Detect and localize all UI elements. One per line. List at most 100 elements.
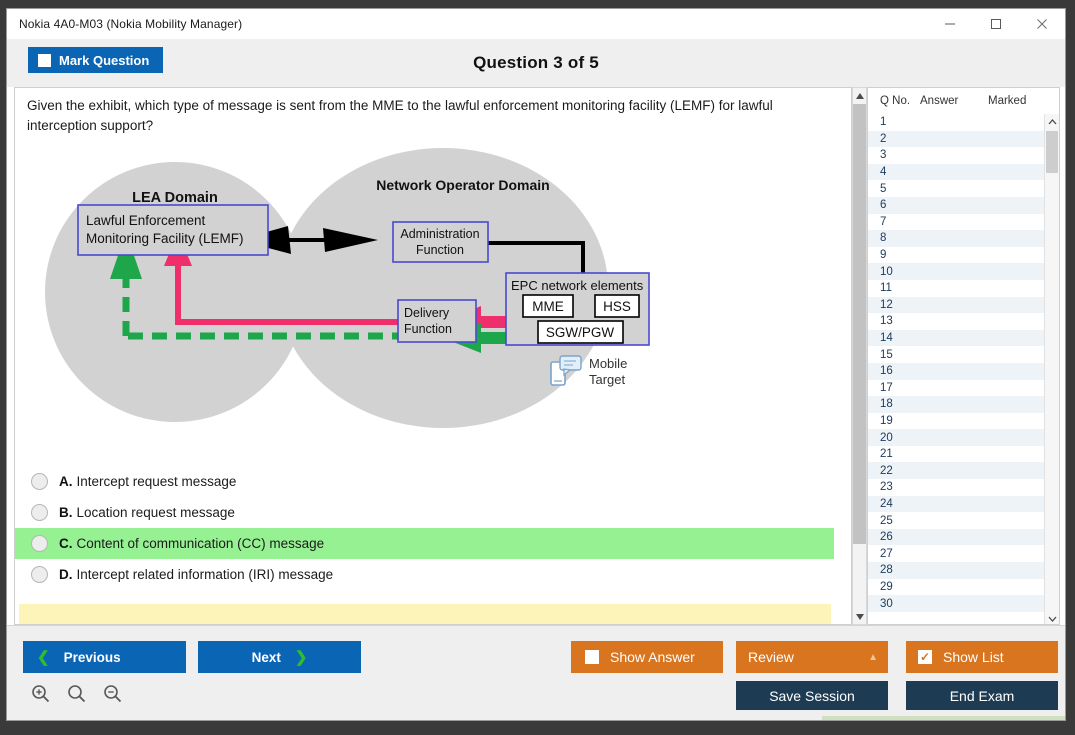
network-operator-domain-label: Network Operator Domain [376,177,549,193]
show-answer-button[interactable]: Show Answer [571,641,723,673]
footer-bar: ❮ Previous Next ❯ Show Answer Review ▲ ✓… [7,625,1065,720]
question-list-row[interactable]: 15 [868,346,1046,363]
question-list-row[interactable]: 27 [868,545,1046,562]
epc-box-label: EPC network elements [511,278,644,293]
network-operator-domain-circle [278,148,608,428]
zoom-in-icon[interactable] [27,680,53,706]
review-label: Review [748,649,794,665]
next-button[interactable]: Next ❯ [198,641,361,673]
page-title: Question 3 of 5 [473,53,599,72]
question-list-row[interactable]: 23 [868,479,1046,496]
question-list-row-number: 22 [880,464,893,477]
question-list-row[interactable]: 28 [868,562,1046,579]
question-list-row[interactable]: 19 [868,413,1046,430]
radio-option-b[interactable] [31,504,48,521]
delivery-function-label-line1: Delivery [404,306,450,320]
scrollbar-thumb[interactable] [853,104,866,544]
delivery-function-label-line2: Function [404,322,452,336]
question-list-row[interactable]: 17 [868,380,1046,397]
show-answer-label: Show Answer [610,649,695,665]
question-pane-scrollbar[interactable] [852,87,867,625]
question-list-row[interactable]: 30 [868,595,1046,612]
save-session-button[interactable]: Save Session [736,681,888,710]
scroll-down-icon[interactable] [853,609,866,624]
radio-option-a[interactable] [31,473,48,490]
footer-tint-strip [822,716,1065,720]
mark-question-button[interactable]: Mark Question [28,47,164,73]
question-list-row-number: 16 [880,365,893,378]
question-list-scrollbar[interactable] [1044,114,1059,624]
question-list-row[interactable]: 10 [868,263,1046,280]
question-list-row[interactable]: 26 [868,528,1046,546]
question-list-row-number: 18 [880,398,893,411]
minimize-icon[interactable] [927,9,973,39]
question-list-row[interactable]: 9 [868,247,1046,264]
mark-question-checkbox[interactable] [38,53,51,67]
question-list-row[interactable]: 16 [868,362,1046,380]
question-list-row[interactable]: 2 [868,130,1046,148]
lemf-label-line1: Lawful Enforcement [86,213,206,228]
column-header-answer: Answer [920,95,959,107]
answer-text-c: Content of communication (CC) message [76,536,325,551]
review-dropdown[interactable]: Review ▲ [736,641,888,673]
explanation-band [19,604,831,624]
question-list-row[interactable]: 1 [868,114,1046,131]
question-list-row-number: 27 [880,547,893,560]
show-list-checkbox[interactable]: ✓ [918,650,932,664]
delivery-function-box [397,299,477,343]
admin-arrowhead [323,228,378,252]
radio-option-c[interactable] [31,535,48,552]
check-icon: ✓ [919,650,931,664]
zoom-out-icon[interactable] [99,680,125,706]
list-scroll-up-icon[interactable] [1045,114,1059,129]
end-exam-button[interactable]: End Exam [906,681,1058,710]
question-list-row[interactable]: 11 [868,280,1046,297]
show-list-button[interactable]: ✓ Show List [906,641,1058,673]
question-list-row[interactable]: 14 [868,329,1046,347]
show-list-label: Show List [943,649,1004,665]
close-icon[interactable] [1019,9,1065,39]
question-list-row[interactable]: 8 [868,230,1046,247]
question-list-row[interactable]: 5 [868,180,1046,197]
epc-node-mme-box [522,294,574,318]
administration-function-label-line1: Administration [400,227,479,241]
radio-option-d[interactable] [31,566,48,583]
question-pane: Given the exhibit, which type of message… [14,87,852,625]
question-list-row[interactable]: 24 [868,495,1046,513]
question-list-row[interactable]: 22 [868,462,1046,480]
question-list-row-number: 20 [880,431,893,444]
header-bar: Question 3 of 5 Mark Question [7,39,1065,87]
answer-option-b[interactable]: B. Location request message [15,497,834,528]
maximize-icon[interactable] [973,9,1019,39]
previous-button-label: Previous [63,649,121,665]
question-list-row[interactable]: 4 [868,163,1046,181]
zoom-reset-icon[interactable] [63,680,89,706]
previous-button[interactable]: ❮ Previous [23,641,186,673]
question-list-row[interactable]: 25 [868,512,1046,529]
question-list-row[interactable]: 18 [868,396,1046,413]
question-list-row[interactable]: 13 [868,313,1046,330]
answer-option-a[interactable]: A. Intercept request message [15,466,834,497]
mobile-target-label-line2: Target [589,372,626,387]
chevron-right-icon: ❯ [294,648,308,666]
list-scroll-down-icon[interactable] [1045,611,1059,624]
question-list-row[interactable]: 12 [868,296,1046,314]
scroll-up-icon[interactable] [853,88,866,103]
answer-option-c[interactable]: C. Content of communication (CC) message [15,528,834,559]
question-list-row[interactable]: 21 [868,446,1046,463]
question-list-row-number: 9 [880,249,887,262]
answer-option-d[interactable]: D. Intercept related information (IRI) m… [15,559,834,590]
question-list-row[interactable]: 29 [868,579,1046,596]
question-list-row[interactable]: 6 [868,196,1046,214]
question-list-row-number: 13 [880,315,893,328]
chevron-left-icon: ❮ [37,648,50,666]
question-list-row[interactable]: 3 [868,147,1046,164]
list-scrollbar-thumb[interactable] [1046,131,1058,173]
mobile-target-icon [550,355,582,386]
question-list-row[interactable]: 20 [868,429,1046,446]
lea-domain-label: LEA Domain [132,190,218,206]
question-list-row-number: 24 [880,497,893,510]
show-answer-checkbox[interactable] [585,650,599,664]
question-list-row[interactable]: 7 [868,214,1046,231]
